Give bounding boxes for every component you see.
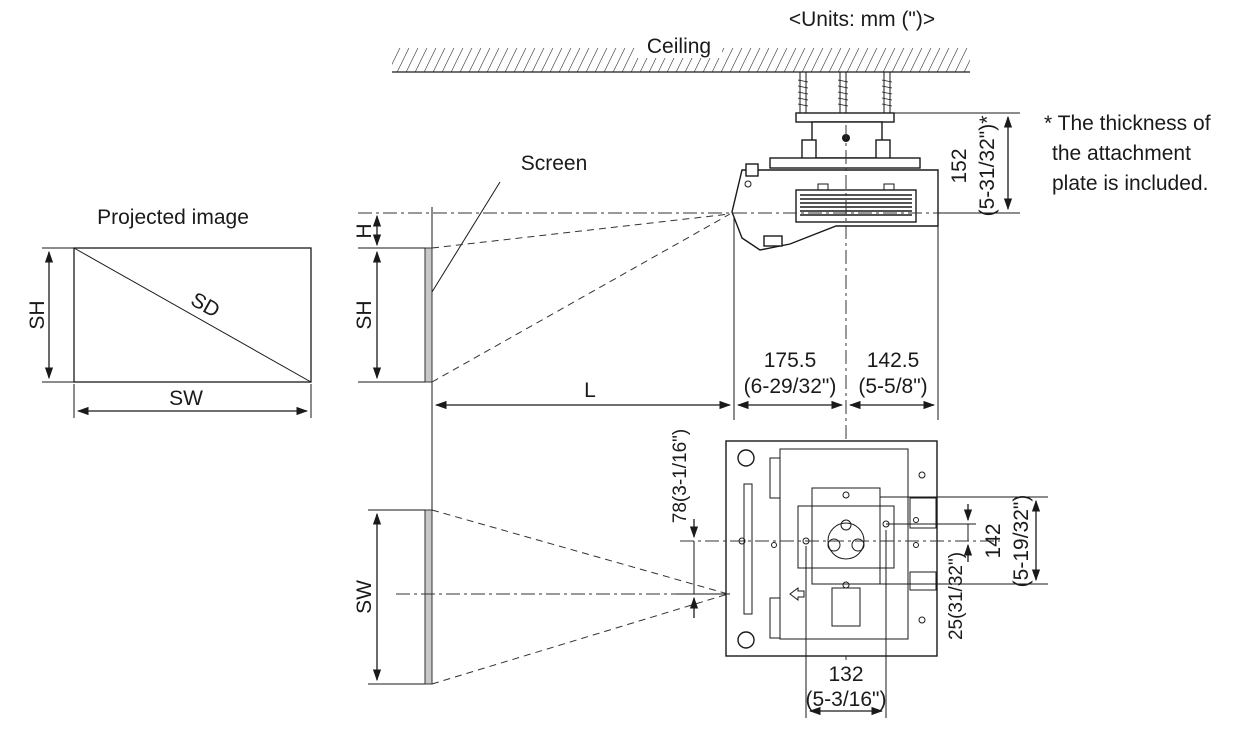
- projected-image: Projected image SD SH SW: [26, 206, 312, 418]
- projector-side-view: [731, 163, 939, 251]
- projected-image-label: Projected image: [97, 206, 249, 229]
- sd-label: SD: [187, 288, 224, 322]
- ceiling-label: Ceiling: [647, 35, 711, 58]
- lens-offset-label: 78(3-1/16"): [670, 429, 691, 523]
- sh-label-image: SH: [26, 300, 49, 329]
- thickness-note-line2: the attachment: [1052, 142, 1191, 165]
- mount-depth-in-label: (5-19/32"): [1010, 495, 1033, 588]
- mount-width-in-label: (5-3/16"): [806, 688, 887, 711]
- front-mm-label: 175.5: [764, 349, 817, 372]
- thickness-note-line3: plate is included.: [1052, 172, 1208, 195]
- screen-side-view: Screen H SH: [353, 152, 938, 512]
- height-in-label: (5-31/32")*: [976, 116, 999, 217]
- sh-label-side: SH: [353, 300, 376, 329]
- rear-in-label: (5-5/8"): [858, 375, 927, 398]
- h-label: H: [353, 223, 376, 238]
- ceiling-mount-bracket: [769, 72, 921, 169]
- screen-label: Screen: [521, 152, 588, 175]
- units-note: <Units: mm (")>: [789, 8, 935, 31]
- height-dimension: 152 (5-31/32")*: [894, 112, 1020, 217]
- sw-label-side: SW: [353, 580, 376, 614]
- top-view-dimensions: 78(3-1/16") 142 (5-19/32") 25(31/32") 13…: [670, 429, 1048, 718]
- mount-depth-mm-label: 142: [982, 523, 1005, 558]
- thickness-note: * The thickness of the attachment plate …: [1044, 112, 1211, 195]
- projector-top-view: [725, 440, 938, 657]
- screen-top-view: SW: [353, 509, 729, 685]
- l-label: L: [584, 379, 596, 402]
- mount-offset-label: 25(31/32"): [946, 552, 967, 640]
- sw-label-image: SW: [169, 387, 203, 410]
- rear-mm-label: 142.5: [867, 349, 920, 372]
- mount-width-mm-label: 132: [828, 663, 863, 686]
- height-mm-label: 152: [948, 148, 971, 183]
- ceiling: Ceiling: [392, 34, 970, 73]
- front-in-label: (6-29/32"): [744, 375, 837, 398]
- thickness-note-line1: * The thickness of: [1044, 112, 1211, 135]
